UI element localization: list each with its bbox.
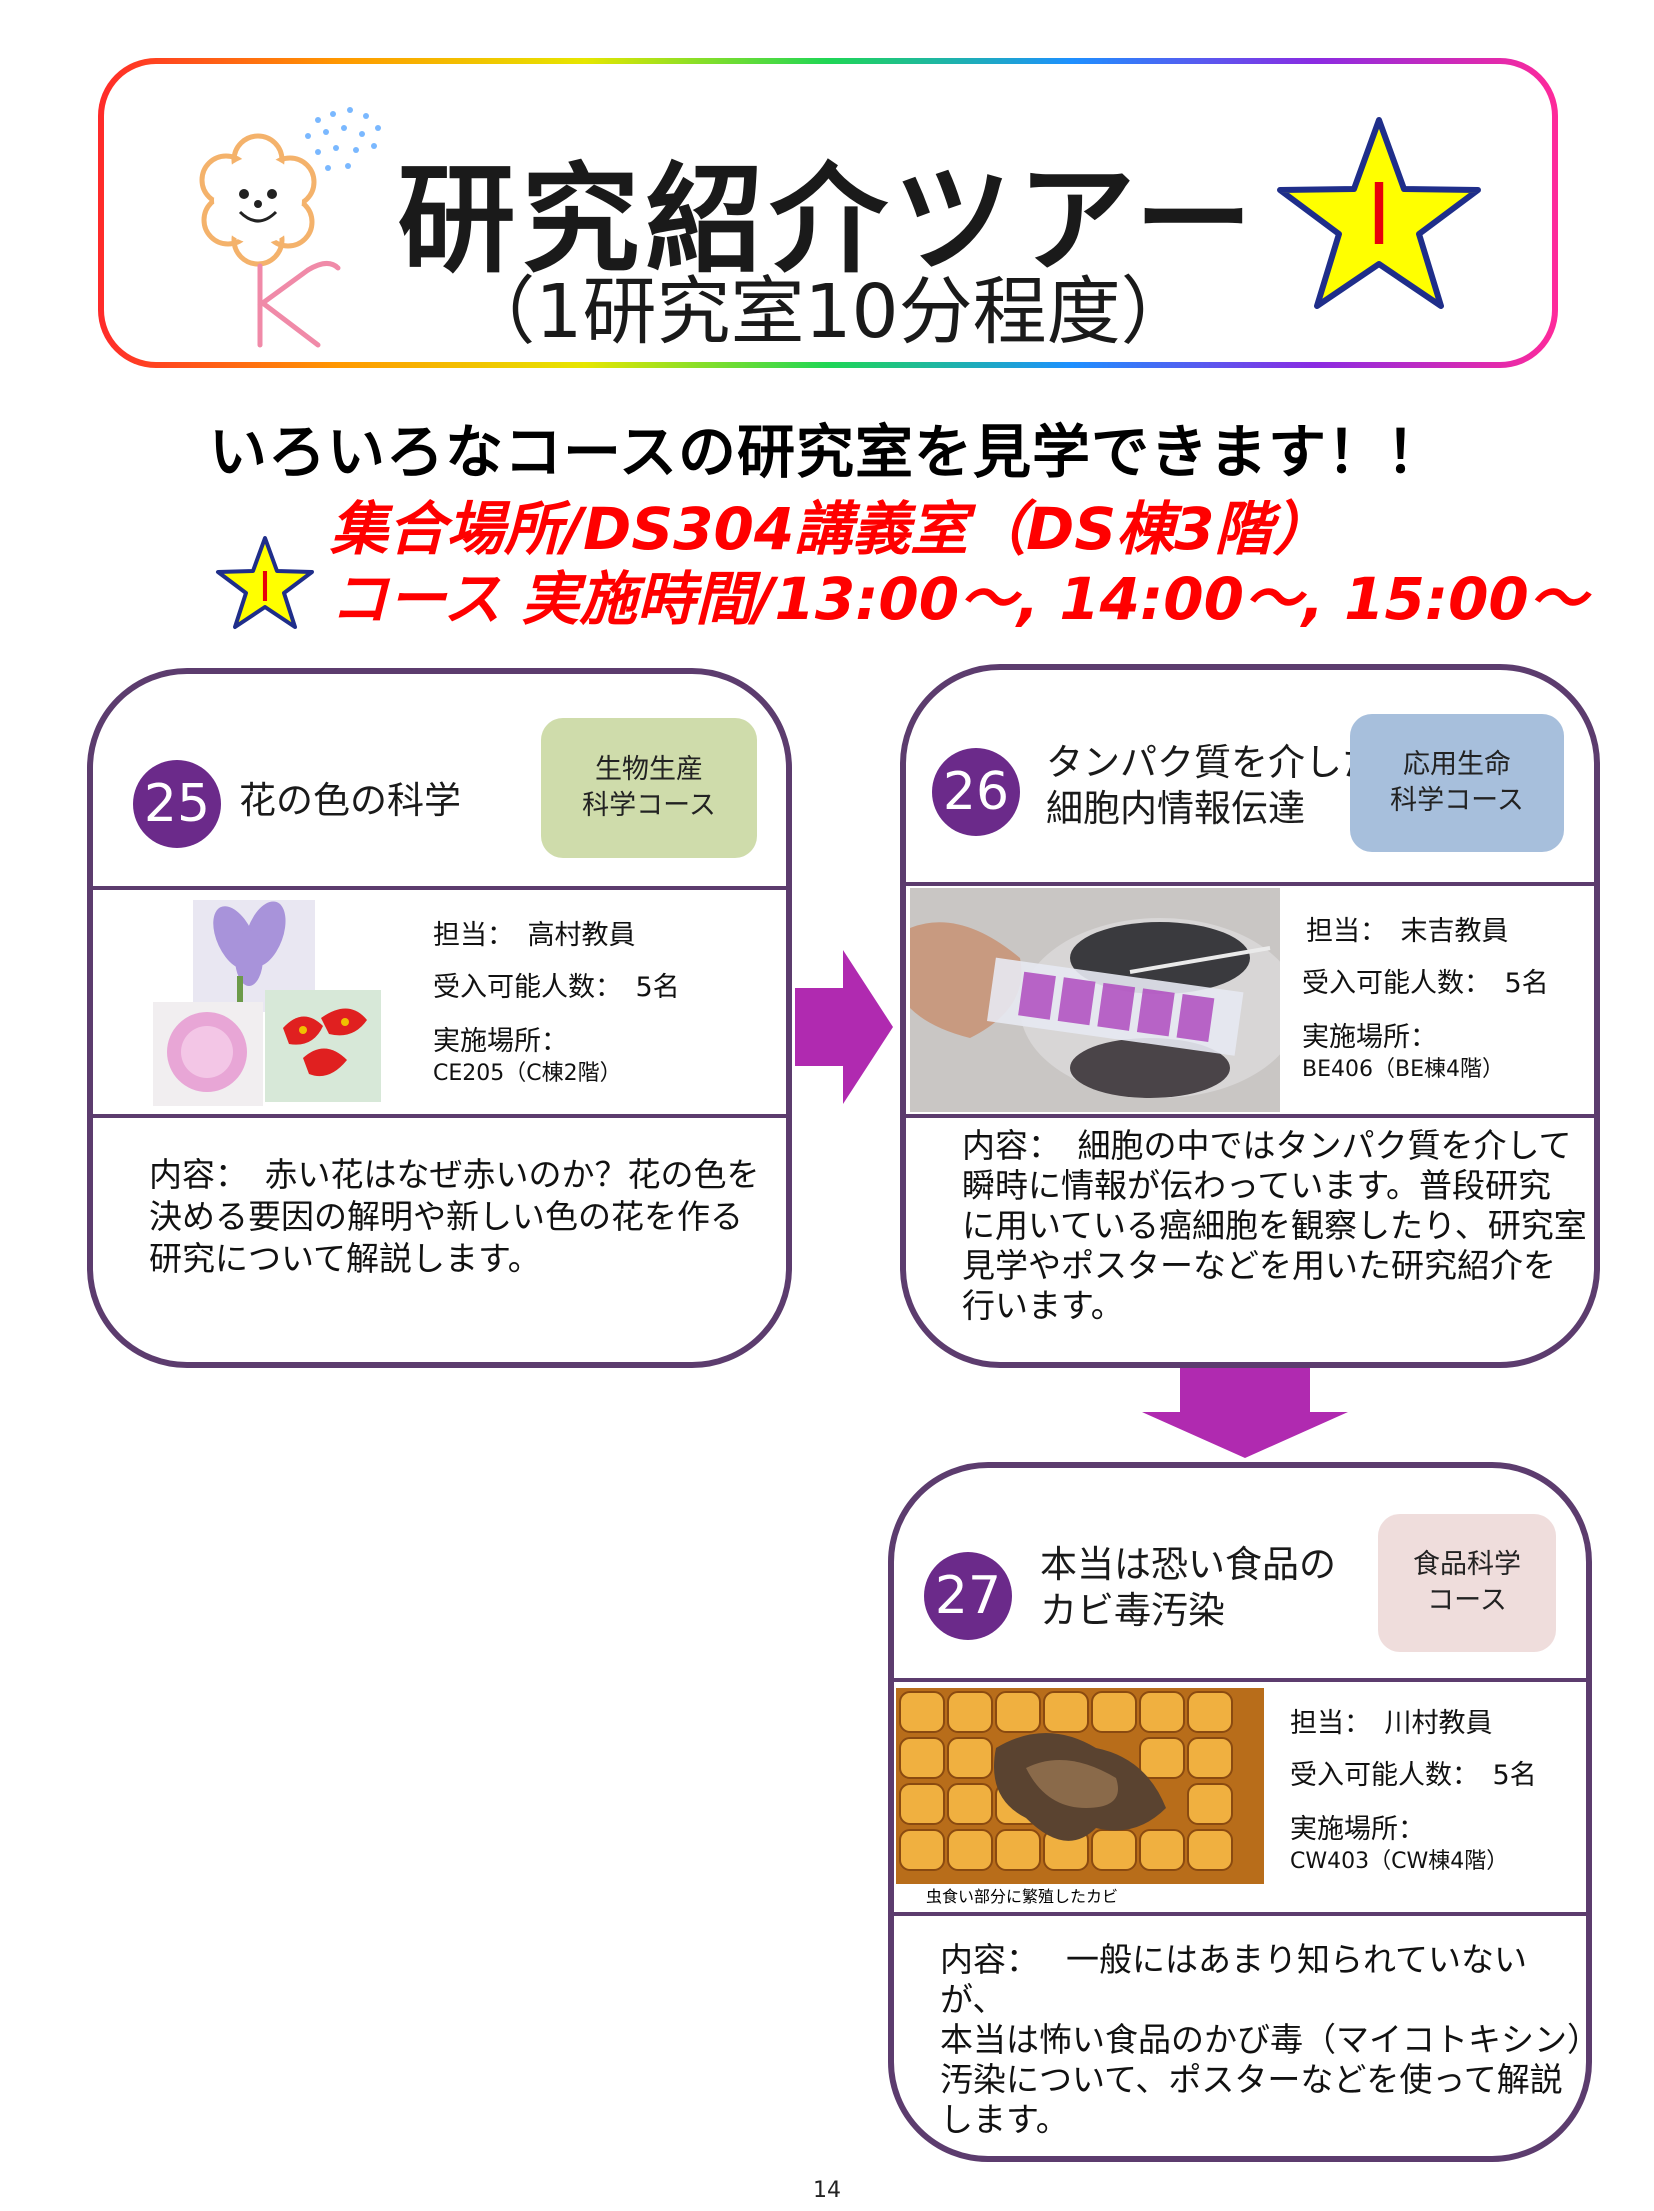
tour-star-icon: I: [1277, 117, 1481, 309]
content-description: 内容： 赤い花はなぜ赤いのか？花の色を 決める要因の解明や新しい色の花を作る 研…: [149, 1155, 760, 1278]
tour-number: I: [1366, 164, 1391, 264]
staff: 担当： 末吉教員: [1306, 916, 1509, 947]
capacity: 受入可能人数： 5名: [1302, 968, 1549, 999]
cell-slide-photo: [910, 888, 1280, 1112]
course-badge: 食品科学コース: [1378, 1514, 1556, 1652]
content-description: 内容： 細胞の中ではタンパク質を介して 瞬時に情報が伝わっています。普段研究 に…: [962, 1126, 1587, 1325]
course-badge: 生物生産科学コース: [541, 718, 757, 858]
staff: 担当： 高村教員: [433, 920, 636, 951]
arrow-down-icon: [1142, 1368, 1348, 1458]
page-number: 14: [813, 2178, 841, 2203]
course-badge: 応用生命科学コース: [1350, 714, 1564, 852]
schedule-times: コース 実施時間/13:00～, 14:00～, 15:00～: [330, 565, 1587, 633]
photo-caption: 虫食い部分に繁殖したカビ: [926, 1887, 1118, 1906]
small-star-icon: I: [216, 536, 314, 629]
lab-card-26: 26 タンパク質を介した 細胞内情報伝達 応用生命科学コース 担当： 末吉教員 …: [900, 664, 1600, 1368]
meeting-place: 集合場所/DS304講義室（DS棟3階）: [330, 495, 1331, 563]
content-description: 内容： 一般にはあまり知られていないが、 本当は怖い食品のかび毒（マイコトキシン…: [940, 1940, 1592, 2139]
header-banner: 研究紹介ツアー （1研究室10分程度） I: [98, 58, 1558, 368]
lab-title: タンパク質を介した 細胞内情報伝達: [1046, 741, 1379, 830]
moldy-corn-photo: 虫食い部分に繁殖したカビ: [896, 1688, 1264, 1906]
lab-card-25: 25 花の色の科学 生物生産科学コース 担当： 高村教員 受入可能人数： 5名 …: [87, 668, 792, 1368]
place-label: 実施場所：: [433, 1026, 568, 1057]
arrow-right-icon: [795, 950, 893, 1104]
place-label: 実施場所：: [1290, 1814, 1425, 1845]
lab-card-27: 27 本当は恐い食品の カビ毒汚染 食品科学コース 虫食い部分に繁殖したカビ 担…: [888, 1462, 1592, 2162]
intro-text: いろいろなコースの研究室を見学できます！！: [208, 418, 1446, 486]
lab-title: 本当は恐い食品の カビ毒汚染: [1040, 1543, 1336, 1632]
mascot-logo: [199, 107, 381, 348]
lab-number-badge: 26: [932, 748, 1020, 836]
lab-number-badge: 25: [133, 760, 221, 848]
place: CE205（C棟2階）: [433, 1061, 622, 1086]
place-label: 実施場所：: [1302, 1022, 1437, 1053]
lab-number-badge: 27: [924, 1552, 1012, 1640]
staff: 担当： 川村教員: [1290, 1708, 1493, 1739]
lab-title: 花の色の科学: [239, 779, 461, 822]
page-subtitle: （1研究室10分程度）: [461, 269, 1195, 355]
place: BE406（BE棟4階）: [1302, 1057, 1504, 1082]
page-title: 研究紹介ツアー: [397, 151, 1259, 289]
capacity: 受入可能人数： 5名: [433, 972, 680, 1003]
capacity: 受入可能人数： 5名: [1290, 1760, 1537, 1791]
flower-photo: [153, 900, 381, 1106]
place: CW403（CW棟4階）: [1290, 1849, 1509, 1874]
small-star-label: I: [259, 562, 271, 611]
